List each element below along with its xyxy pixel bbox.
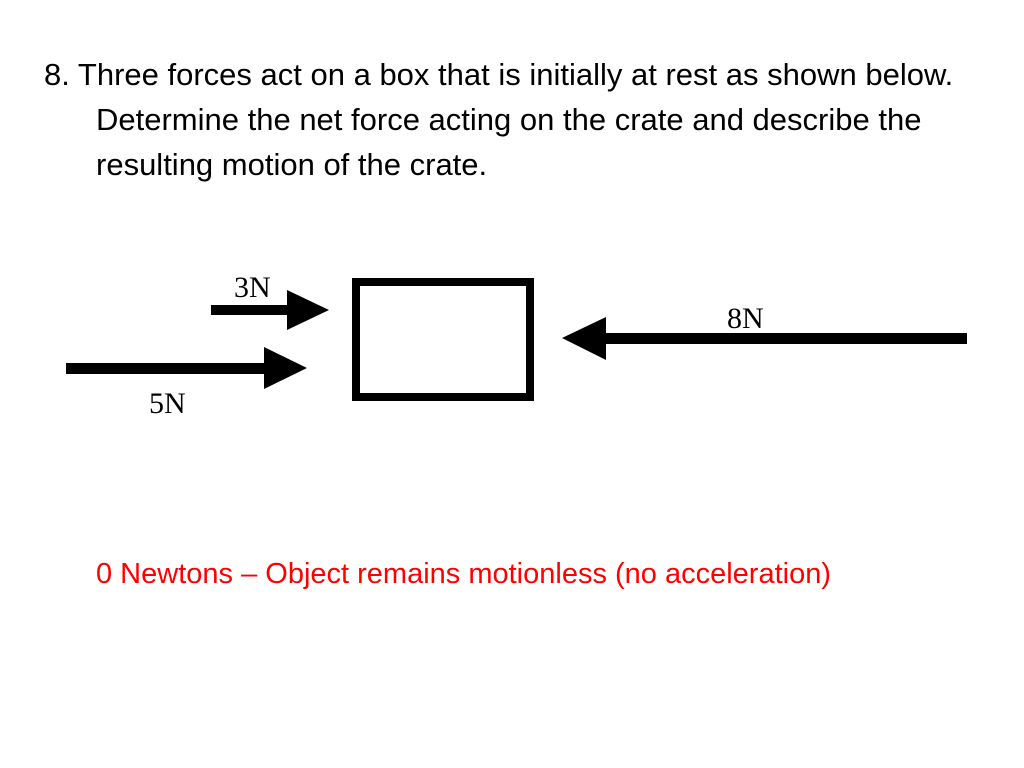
force-label-3n: 3N — [234, 271, 271, 304]
force-label-8n: 8N — [727, 302, 764, 335]
question-text: 8. Three forces act on a box that is ini… — [44, 57, 954, 182]
force-label-5n: 5N — [149, 387, 186, 420]
force-arrow-8n — [562, 317, 967, 360]
force-arrow-5n — [66, 347, 307, 389]
force-arrow-3n — [211, 290, 329, 330]
answer-text: 0 Newtons – Object remains motionless (n… — [96, 558, 831, 590]
crate-box — [352, 278, 534, 401]
